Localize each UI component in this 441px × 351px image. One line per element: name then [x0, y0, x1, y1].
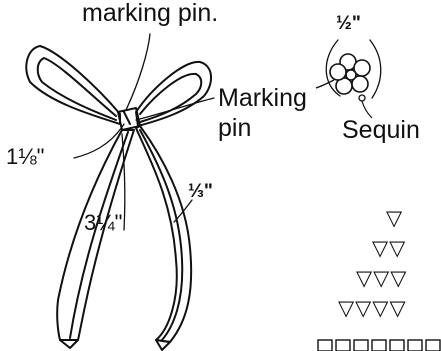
bow-right-tail-edge [140, 130, 182, 340]
bow-left-tail-end [60, 340, 78, 348]
flower-size-arc-right [370, 40, 381, 98]
sequin-dot [359, 95, 365, 101]
bow-right-tail-end [156, 340, 170, 350]
bow-left-tail [57, 130, 134, 340]
flower-size-label: ½" [336, 14, 361, 33]
bow-left-loop [26, 46, 120, 124]
flower-icon [330, 54, 370, 94]
sequin-pyramid-row-2: ▽▽ [372, 238, 406, 259]
bow-left-loop-inner [38, 58, 116, 120]
leader-marking-pin-right [136, 98, 214, 120]
sequin-pyramid-bottom-row [318, 340, 440, 351]
leader-tail-length [122, 134, 125, 230]
bow-right-tail [136, 126, 191, 342]
sequin-label: Sequin [342, 118, 420, 143]
tail-width-label: ⅓" [188, 182, 213, 201]
sequin-pyramid-row-4: ▽▽▽▽ [338, 298, 407, 319]
marking-pin-label-line1: Marking [218, 86, 307, 111]
marking-pin-label-line2: pin [218, 116, 251, 141]
tail-length-label: 3¼" [84, 212, 122, 234]
top-caption: marking pin. [82, 1, 218, 26]
sequin-pyramid-row-3: ▽▽▽ [356, 268, 407, 289]
sequin-pyramid-row-1: ▽ [386, 208, 403, 229]
bow-width-label: 1⅛" [6, 146, 44, 168]
bow-left-tail-edge [70, 132, 128, 338]
leader-tail-width [174, 200, 192, 222]
bow-knot-fold [124, 112, 130, 124]
